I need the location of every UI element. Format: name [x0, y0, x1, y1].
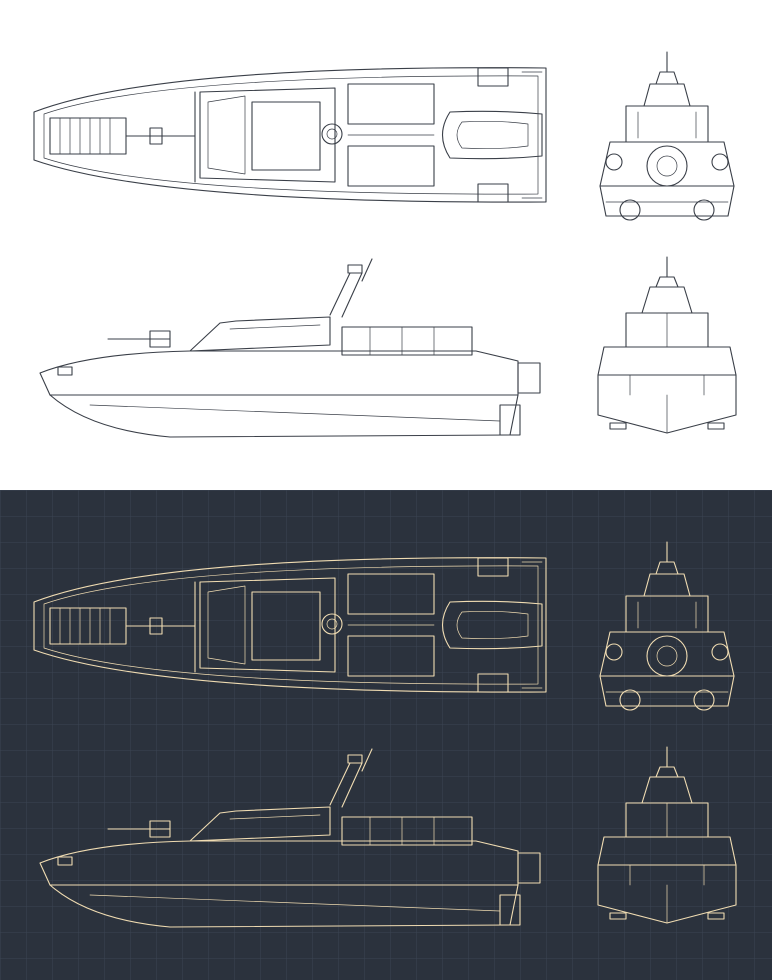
front-view-drawing [597, 256, 737, 434]
dark-blueprint-panel [0, 490, 772, 980]
top-view-drawing [33, 67, 547, 203]
rear-view-drawing [599, 51, 735, 221]
side-view-drawing [39, 258, 541, 438]
side-view-drawing-dark [39, 748, 541, 928]
blueprint-grid [0, 490, 772, 980]
light-blueprint-panel [33, 51, 737, 438]
front-view-drawing-dark [597, 746, 737, 924]
top-view-drawing-dark [33, 557, 547, 693]
rear-view-drawing-dark [599, 541, 735, 711]
